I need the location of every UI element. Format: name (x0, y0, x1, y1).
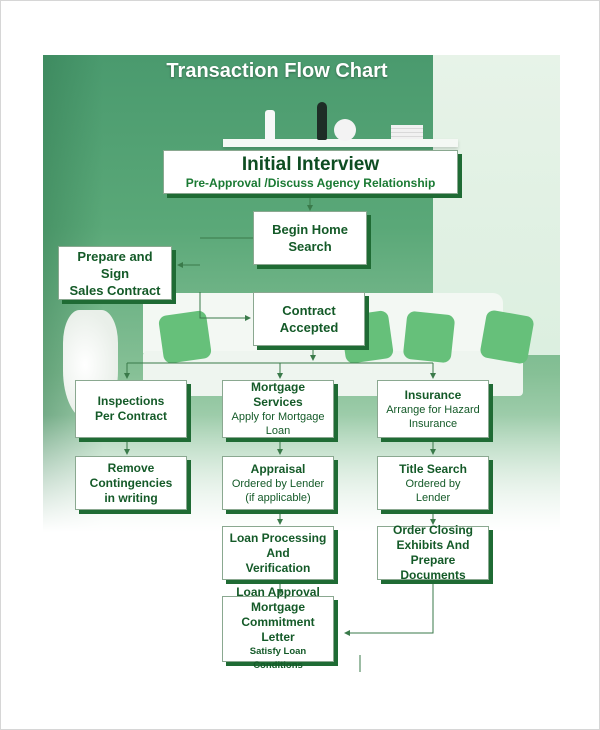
connector-sign-to-contract (199, 292, 251, 321)
node-title: Insurance (404, 387, 462, 402)
node-initial-interview: Initial Interview Pre-Approval /Discuss … (163, 150, 458, 194)
chart-title: Transaction Flow Chart (166, 60, 388, 82)
node-line: Remove (107, 460, 155, 475)
node-prepare-and-sign: Prepare and Sign Sales Contract (58, 246, 172, 300)
node-contract-accepted: Contract Accepted (253, 292, 365, 346)
node-line: Accepted (279, 320, 339, 335)
background-bottle (317, 102, 327, 140)
node-line: Per Contract (94, 409, 168, 423)
node-title: Initial Interview (241, 154, 380, 175)
node-line: Prepare and Sign (77, 248, 153, 281)
node-loan-approval: Loan Approval Mortgage Commitment Letter… (222, 585, 334, 671)
node-line: Begin Home (272, 222, 348, 237)
node-loan-processing: Loan Processing And Verification (222, 526, 334, 580)
node-insurance: Insurance Arrange for Hazard Insurance (377, 380, 489, 438)
connector-closing-to-approval (344, 580, 434, 636)
node-line: Order Closing (392, 523, 473, 537)
node-title: Title Search (399, 461, 467, 476)
node-line: Search (288, 239, 332, 254)
node-line: Exhibits And Prepare (396, 538, 470, 567)
node-line: Loan Processing (229, 530, 327, 545)
node-subtitle: Lender (415, 491, 451, 504)
node-subtitle: Arrange for Hazard (386, 403, 480, 416)
node-line: Commitment Letter (241, 615, 315, 644)
node-begin-home-search: Begin Home Search (253, 211, 367, 265)
node-line: Documents (400, 568, 466, 582)
node-mortgage-services: Mortgage Services Apply for Mortgage Loa… (222, 380, 334, 438)
node-inspections: Inspections Per Contract (75, 380, 187, 438)
node-title: Appraisal (250, 461, 306, 476)
node-order-closing: Order Closing Exhibits And Prepare Docum… (377, 523, 489, 582)
node-subtitle: (if applicable) (245, 491, 311, 504)
node-line: Inspections (97, 394, 165, 408)
node-appraisal: Appraisal Ordered by Lender (if applicab… (222, 456, 334, 510)
node-line: And (266, 545, 290, 560)
node-subtitle: Insurance (408, 417, 458, 430)
node-subtitle: Ordered by Lender (231, 477, 325, 490)
node-remove-contingencies: Remove Contingencies in writing (75, 456, 187, 510)
node-line: Mortgage (251, 600, 305, 614)
background-bowl (334, 119, 356, 141)
node-line: Contract (282, 303, 336, 318)
node-subtitle: Pre-Approval /Discuss Agency Relationshi… (185, 176, 436, 190)
node-title: Mortgage Services (251, 380, 305, 409)
node-subtitle: Satisfy Loan Conditions (249, 646, 307, 671)
node-title-search: Title Search Ordered by Lender (377, 456, 489, 510)
node-line: Verification (245, 560, 311, 575)
background-vase (265, 110, 275, 140)
background-shelf (223, 139, 458, 147)
node-subtitle: Apply for Mortgage Loan (231, 411, 325, 437)
node-line: Contingencies (89, 475, 173, 490)
node-line: Sales Contract (69, 282, 161, 298)
background-books (391, 125, 423, 139)
node-subtitle: Ordered by (405, 477, 461, 490)
node-line: in writing (104, 490, 158, 505)
node-line: Loan Approval (236, 585, 320, 599)
